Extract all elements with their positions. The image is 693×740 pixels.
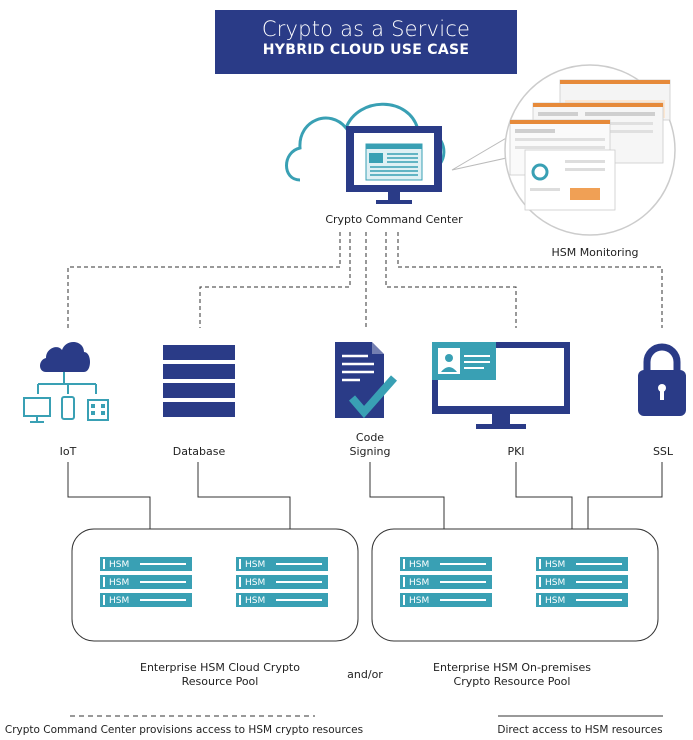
database-icon — [163, 345, 235, 417]
legend-dashed-label: Crypto Command Center provisions access … — [4, 724, 364, 736]
hsm-label: HSM — [109, 596, 129, 606]
code-signing-icon — [335, 342, 397, 419]
hsm-label: HSM — [245, 560, 265, 570]
hsm-label: HSM — [109, 560, 129, 570]
title-main: Crypto as a Service — [261, 17, 471, 41]
ssl-lock-icon — [638, 343, 686, 416]
hsm-label: HSM — [409, 596, 429, 606]
hsm-label: HSM — [109, 578, 129, 588]
pool-connector-label: and/or — [347, 668, 383, 681]
pki-label: PKI — [507, 445, 525, 458]
title-sub: HYBRID CLOUD USE CASE — [262, 42, 470, 58]
code-signing-label-line2: Signing — [349, 445, 391, 458]
hsm-label: HSM — [245, 578, 265, 588]
command-center-label: Crypto Command Center — [325, 213, 463, 226]
hsm-label: HSM — [545, 578, 565, 588]
hsm-monitoring-thumbnail — [504, 64, 676, 236]
hsm-label: HSM — [545, 560, 565, 570]
cloud-pool-label-line2: Resource Pool — [181, 675, 259, 688]
provisioning-lines — [67, 232, 663, 328]
hsm-unit-details — [103, 559, 622, 605]
onprem-pool-label-line1: Enterprise HSM On-premises — [433, 661, 591, 674]
hsm-monitoring-label: HSM Monitoring — [551, 246, 639, 259]
hsm-label: HSM — [409, 578, 429, 588]
cloud-pool-label-line1: Enterprise HSM Cloud Crypto — [140, 661, 300, 674]
title-banner: Crypto as a Service HYBRID CLOUD USE CAS… — [215, 10, 517, 74]
iot-label: IoT — [59, 445, 77, 458]
database-label: Database — [172, 445, 226, 458]
pki-icon — [432, 342, 570, 429]
hsm-labels: HSM HSM HSM HSM HSM HSM HSM HSM HSM HSM … — [109, 560, 565, 606]
command-center-monitor-icon — [346, 126, 442, 204]
hsm-label: HSM — [245, 596, 265, 606]
hsm-label: HSM — [545, 596, 565, 606]
code-signing-label-line1: Code — [355, 431, 385, 444]
onprem-pool-label-line2: Crypto Resource Pool — [453, 675, 571, 688]
iot-icon — [23, 341, 109, 423]
ssl-label: SSL — [652, 445, 674, 458]
hsm-label: HSM — [409, 560, 429, 570]
direct-access-lines — [67, 462, 663, 529]
legend-solid-label: Direct access to HSM resources — [497, 724, 663, 736]
